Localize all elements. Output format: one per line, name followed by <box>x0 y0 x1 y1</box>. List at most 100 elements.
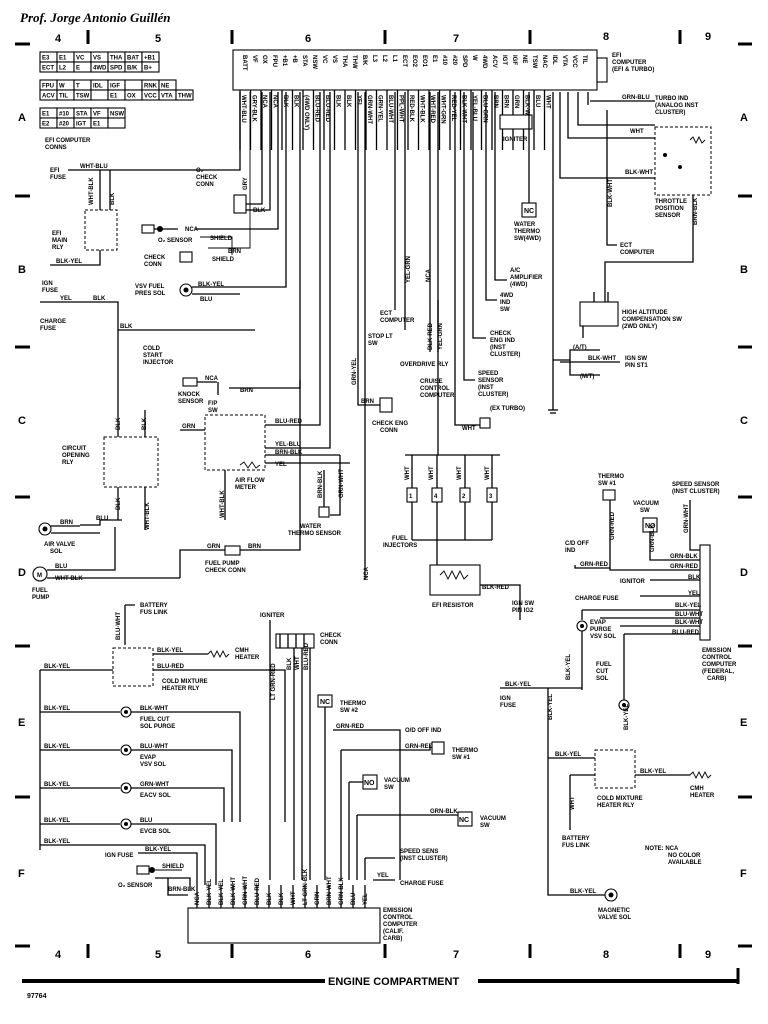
row-label-c: C <box>18 415 26 427</box>
blk-yel-rly: BLK-YEL <box>56 259 82 265</box>
conn-table-cell-text: VCC <box>144 94 157 100</box>
efi-pin-label: IGT <box>501 55 507 65</box>
blu-wht-battery: BLU-WHT <box>116 612 122 640</box>
calif-pin-label: BLK <box>279 892 285 905</box>
conn-table-cell-text: E1 <box>93 122 101 128</box>
efi-pin-label: THW <box>351 55 357 69</box>
efi-wire-label: GRN-WHT <box>366 95 372 124</box>
igniter-label: IGNITER <box>503 137 528 143</box>
efi-wire-label: BLK <box>282 95 288 108</box>
blk-yel-right-v: BLK-YEL <box>548 694 554 720</box>
conn-table-cell-text: #10 <box>59 112 70 118</box>
efi-wire-label: RED-YEL <box>450 95 456 122</box>
col-label-7: 7 <box>453 33 459 45</box>
col-label-8: 8 <box>603 31 609 43</box>
brn-blk-wts: BRN-BLK <box>318 470 324 498</box>
conn-table-cell-text: IGT <box>76 122 86 128</box>
calif-pin-label: BLK-YEL <box>207 879 213 905</box>
conn-table-cell-text: OX <box>127 94 136 100</box>
grn-blk-conn: GRN-BLK <box>670 554 698 560</box>
efi-wire-label: BLK <box>335 95 341 108</box>
conn-table-cell-text: VTA <box>161 94 173 100</box>
col-label-4: 4 <box>55 33 62 45</box>
bottom-grid-ruler: 4 5 6 7 8 9 <box>15 944 752 961</box>
no-vacuum: NO <box>645 523 656 530</box>
wht-inj1: WHT <box>405 466 411 480</box>
blk-yel-cmh3: BLK-YEL <box>640 769 666 775</box>
nc-thermo2: NC <box>320 699 330 706</box>
evcb-sol: BLK-YEL BLU EVCB SOL <box>40 818 217 885</box>
brn-knock: BRN <box>240 388 253 394</box>
blk-o2check: BLK <box>253 208 266 214</box>
figure-number: 97764 <box>27 993 47 1000</box>
conn-table-cell-text: STA <box>76 112 88 118</box>
conn-table-cell <box>141 61 160 73</box>
blk-yel-fcs: BLK-YEL <box>624 704 630 730</box>
efi-pin-label: IGF <box>511 55 517 65</box>
wht-bottom: WHT <box>295 656 301 670</box>
brn-blk-afm: BRN-BLK <box>275 450 303 456</box>
blu-wht-evap: BLU-WHT <box>140 744 168 750</box>
calif-pin-label: LT GRN-BLK <box>303 868 309 905</box>
no-vacuum-bottom: NO <box>364 780 375 787</box>
efi-pin-label: VS <box>331 55 337 63</box>
conn-table-cell <box>90 89 109 101</box>
col-label-9-bottom: 9 <box>705 949 711 961</box>
efi-pin-label: EO2 <box>411 55 417 68</box>
row-label-b: B <box>18 264 26 276</box>
wht-inj3: WHT <box>485 466 491 480</box>
conn-table-cell-text: +B1 <box>144 56 156 62</box>
grn-blk-vac2: GRN-BLK <box>430 809 458 815</box>
blk-under-rly: BLK <box>116 497 122 510</box>
wht-blk-fuel-pump: WHT-BLK <box>55 576 83 582</box>
wht-inj4: WHT <box>429 466 435 480</box>
efi-wire-label: YEL-BLU <box>471 95 477 121</box>
blu-evcb: BLU <box>140 818 152 824</box>
nc-vacuum2: NC <box>459 817 469 824</box>
blk-yel-ignfuse: BLK-YEL <box>505 682 531 688</box>
efi-resistor-label: EFI RESISTOR <box>432 603 474 609</box>
blk-wht-fcp: BLK-WHT <box>140 706 168 712</box>
efi-pin-label: L1 <box>391 55 397 63</box>
efi-wire-label: BLU-RED <box>314 95 320 123</box>
o2-sensor-label: O₂ SENSOR <box>158 238 193 244</box>
wht-blk-rly: WHT-BLK <box>89 177 95 205</box>
efi-wire-label: BLU-RED <box>324 95 330 123</box>
efi-pin-label: TSW <box>531 55 537 69</box>
efi-wire-label: BLU-WHT <box>387 95 393 123</box>
wht-battery2: WHT <box>570 796 576 810</box>
blu-vsv: BLU <box>200 297 212 303</box>
efi-wire-label: PPL-WHT <box>398 95 404 123</box>
blk-yel-bottom: BLK-YEL <box>44 839 70 845</box>
efi-wire-label: (4WD ONLY) <box>303 95 309 130</box>
mt-label: (M/T) <box>580 374 594 380</box>
efi-pin-label: FPU <box>271 55 277 67</box>
row-labels: A B C D E F A B C D E F <box>15 112 752 880</box>
wht-inj2: WHT <box>457 466 463 480</box>
brn-fpcc: BRN <box>248 544 261 550</box>
efi-pin-label: THA <box>341 55 347 68</box>
conn-table-cell-text: VC <box>76 56 85 62</box>
